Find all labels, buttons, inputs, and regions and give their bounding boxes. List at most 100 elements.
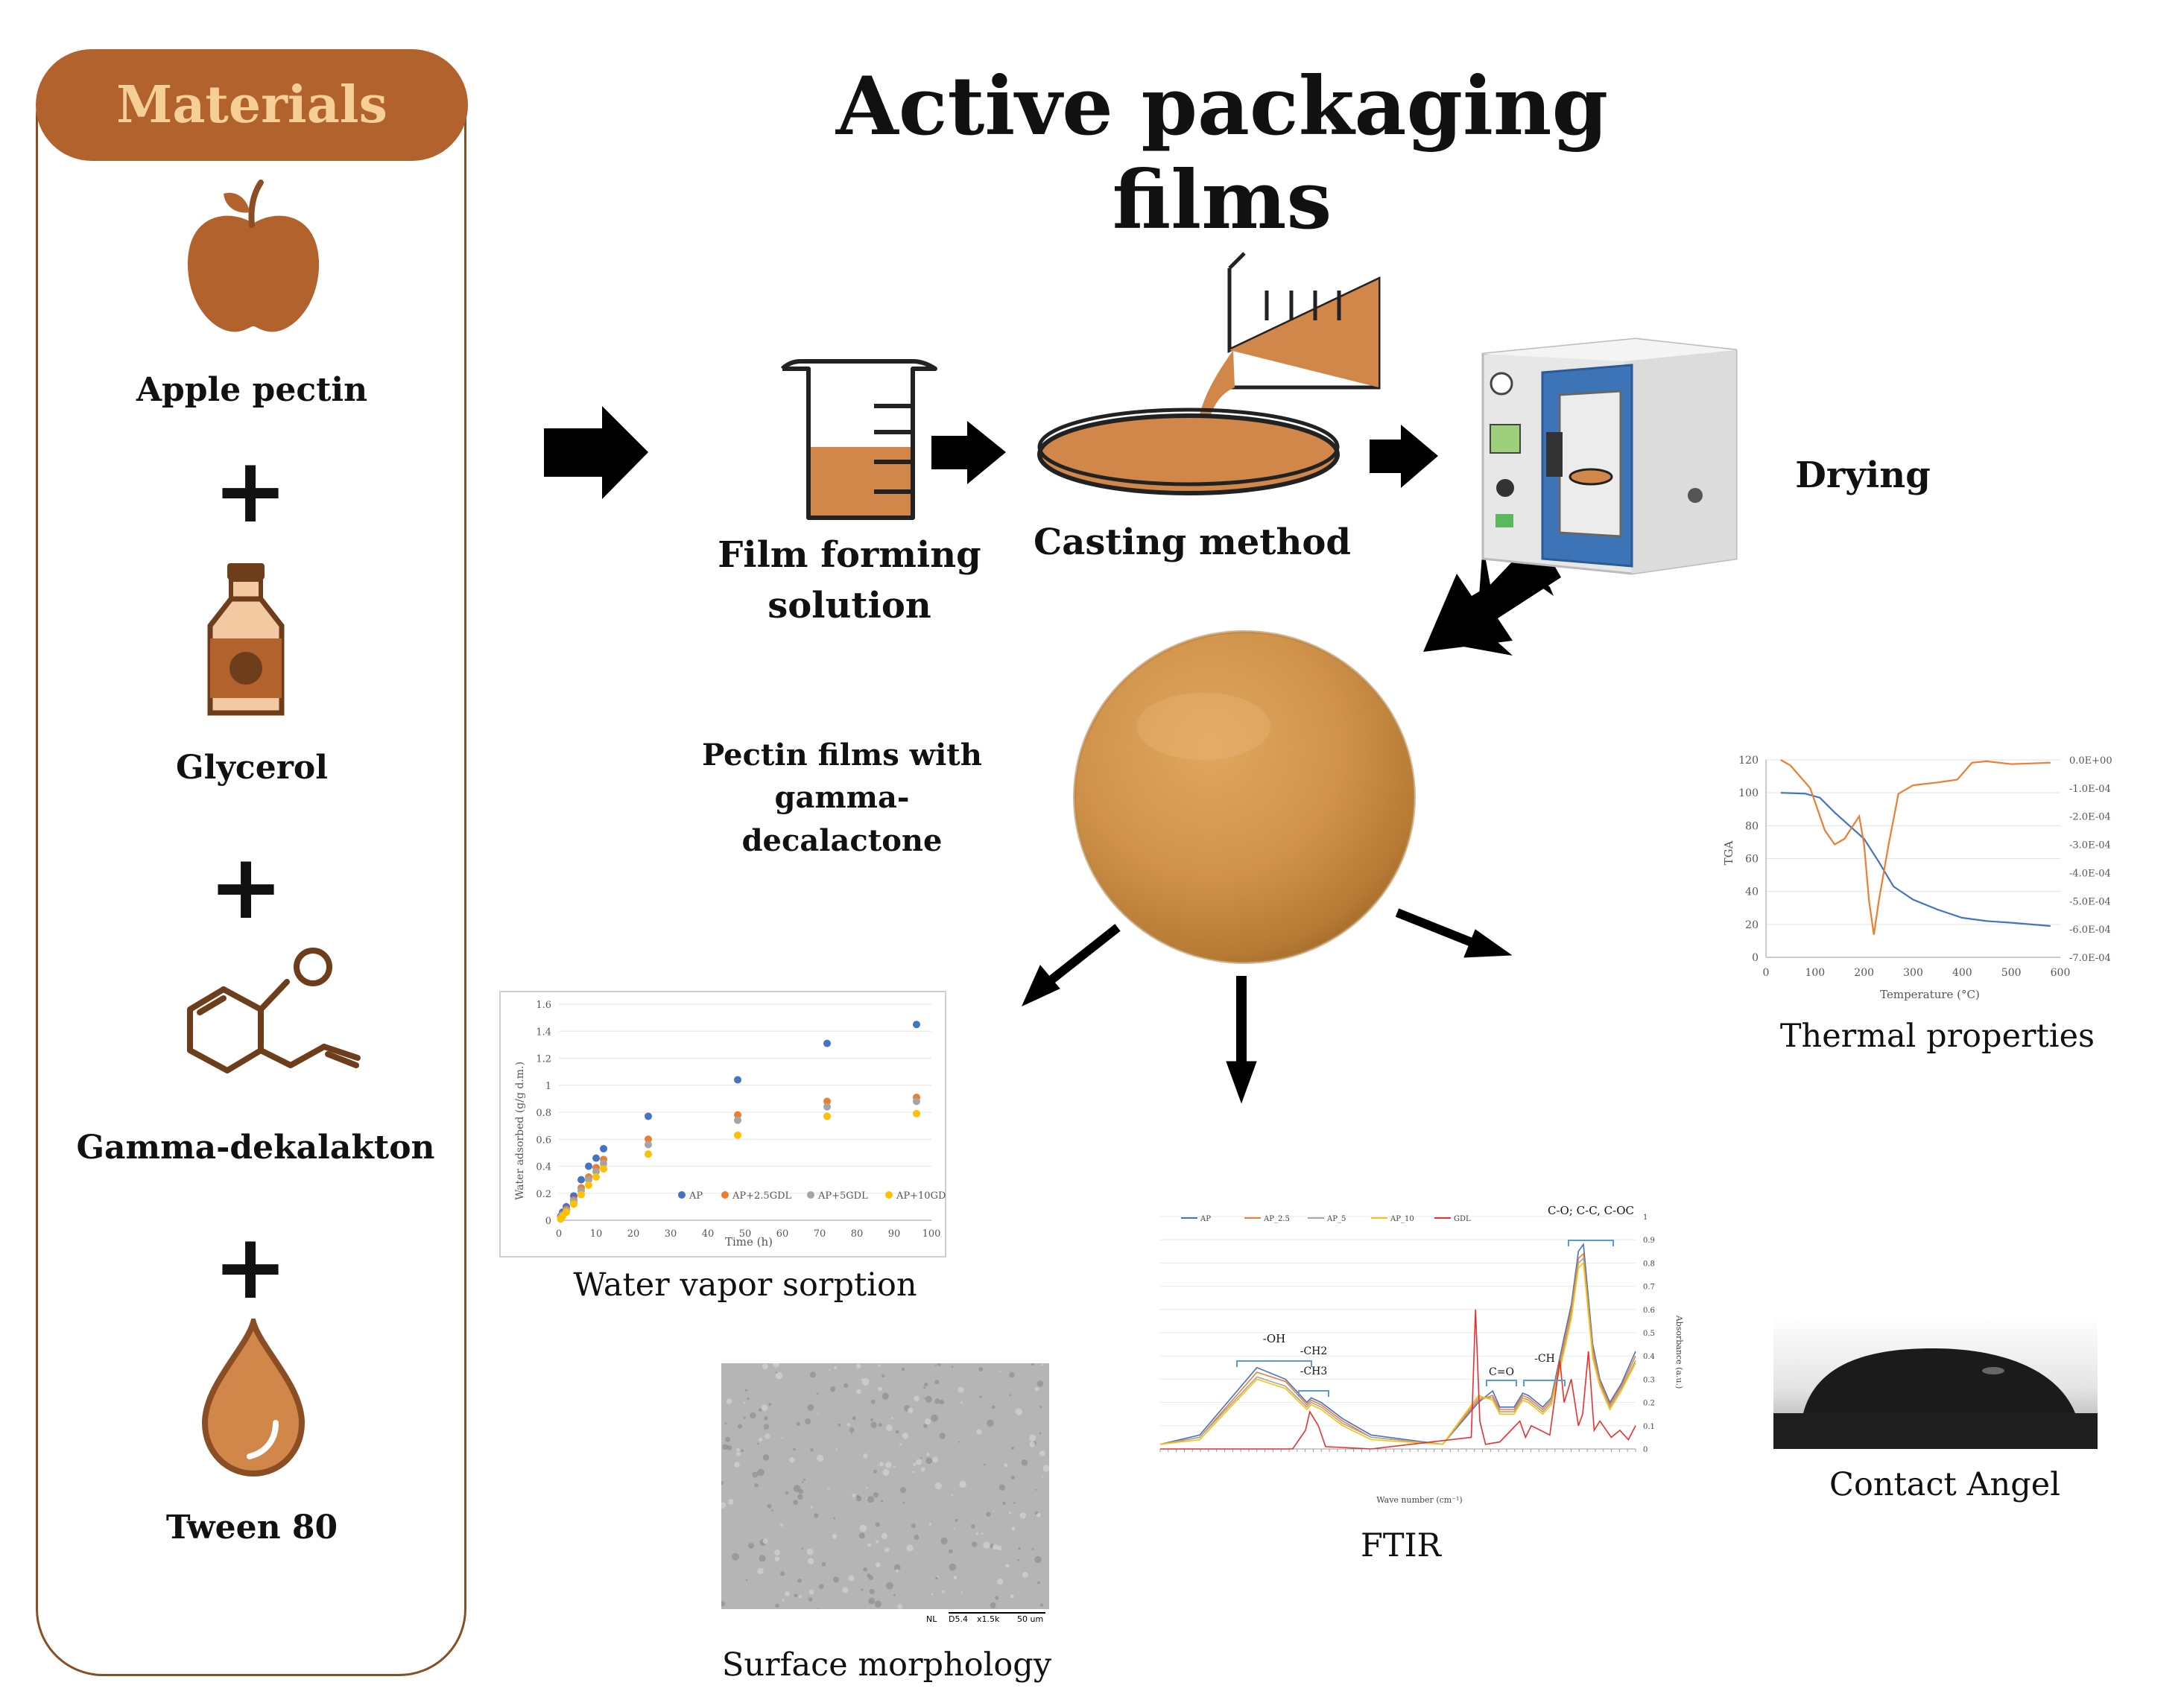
x-tick-label: 0 — [556, 1228, 562, 1240]
legend-entry: AP+2.5GDL — [732, 1190, 792, 1202]
sem-texture — [873, 1470, 877, 1474]
data-point — [913, 1097, 920, 1106]
sem-texture — [881, 1374, 885, 1378]
y-tick-label: 100 — [1738, 787, 1759, 799]
y-tick-label: 0.3 — [1643, 1376, 1655, 1384]
sem-texture — [806, 1548, 814, 1555]
sem-texture — [745, 1579, 748, 1582]
sem-texture — [754, 1483, 759, 1488]
legend-marker — [721, 1191, 729, 1199]
data-point — [592, 1167, 600, 1176]
sem-texture — [843, 1383, 849, 1388]
sem-texture — [882, 1469, 890, 1476]
data-point — [645, 1141, 652, 1149]
data-point — [563, 1208, 570, 1217]
sem-texture — [762, 1538, 768, 1544]
sem-texture — [852, 1416, 856, 1421]
product-label-line1: Pectin films with — [702, 738, 982, 773]
sem-texture — [925, 1395, 932, 1403]
sem-texture — [1036, 1512, 1041, 1517]
sem-texture — [758, 1408, 762, 1412]
data-point — [570, 1200, 577, 1208]
sem-texture — [983, 1463, 986, 1466]
y-tick-label: 0.9 — [1643, 1237, 1655, 1245]
data-point — [600, 1144, 607, 1152]
oven-icon — [1481, 337, 1738, 575]
sem-texture — [1042, 1465, 1049, 1472]
sem-texture — [899, 1487, 906, 1494]
chart-ylabel: Water adsorbed (g/g d.m.) — [514, 1062, 526, 1200]
x-tick-label: 50 — [739, 1228, 752, 1240]
sem-texture — [877, 1464, 879, 1466]
sem-texture — [960, 1401, 963, 1404]
data-point — [823, 1039, 831, 1047]
sem-texture — [808, 1589, 814, 1595]
sem-texture — [1015, 1408, 1023, 1415]
sem-texture — [775, 1371, 783, 1380]
drop-icon — [201, 1319, 306, 1477]
sem-texture — [925, 1457, 933, 1465]
sem-texture — [953, 1576, 958, 1580]
arrow-to-casting — [931, 421, 1006, 484]
sem-texture — [863, 1453, 868, 1459]
sem-texture — [891, 1417, 893, 1420]
sem-texture — [998, 1484, 1006, 1491]
sem-texture — [992, 1544, 998, 1550]
sem-texture — [1009, 1394, 1011, 1396]
x-tick-label: 200 — [1854, 967, 1874, 979]
sem-texture — [937, 1363, 942, 1366]
chart-xlabel: Temperature (°C) — [1880, 988, 1980, 1001]
sem-texture — [785, 1590, 790, 1596]
sem-texture — [893, 1564, 901, 1571]
sem-texture — [934, 1380, 940, 1385]
sem-texture — [848, 1575, 855, 1582]
data-point — [645, 1112, 652, 1120]
sem-texture — [934, 1398, 940, 1404]
sem-texture — [775, 1603, 779, 1608]
sem-texture — [780, 1571, 785, 1576]
y-tick-label: 0.5 — [1643, 1330, 1655, 1338]
sem-texture — [902, 1433, 909, 1439]
sem-texture — [807, 1558, 814, 1564]
sem-texture — [895, 1430, 899, 1434]
sem-texture — [798, 1595, 802, 1599]
sem-texture — [757, 1468, 765, 1477]
sem-texture — [913, 1462, 917, 1466]
y-tick-label: 0.1 — [1643, 1423, 1655, 1431]
x-tick-label: 80 — [851, 1228, 864, 1240]
pectin-film-image — [1073, 630, 1416, 964]
sem-texture — [870, 1399, 876, 1404]
y-tick-label: 60 — [1745, 854, 1759, 866]
item-label-tween-80: Tween 80 — [165, 1509, 338, 1547]
x-tick-label: 60 — [776, 1228, 789, 1240]
y-tick-label: 0.8 — [1643, 1260, 1655, 1268]
legend-entry: AP+5GDL — [817, 1190, 868, 1202]
ftir-annot-ch3: -CH3 — [1300, 1366, 1328, 1377]
sem-texture — [774, 1556, 780, 1561]
product-label-line2: gamma-decalactone — [741, 780, 943, 858]
sem-texture — [1009, 1511, 1012, 1515]
y2-tick-label: -2.0E-04 — [2069, 812, 2111, 823]
sem-texture — [801, 1481, 804, 1483]
sem-texture — [819, 1584, 824, 1589]
y2-tick-label: -1.0E-04 — [2069, 784, 2111, 795]
sem-texture — [867, 1543, 871, 1547]
sem-texture — [863, 1567, 867, 1572]
sem-texture — [793, 1500, 799, 1505]
sem-texture — [976, 1429, 982, 1435]
sem-texture — [785, 1491, 789, 1495]
step-drying: Drying — [1795, 454, 1931, 496]
sem-texture — [768, 1403, 772, 1406]
sem-texture — [828, 1488, 830, 1490]
contact-angle-image — [1773, 1315, 2098, 1449]
sem-texture — [805, 1418, 811, 1425]
sem-texture — [762, 1363, 768, 1370]
sem-texture — [859, 1524, 867, 1532]
y-tick-label: 0.4 — [1643, 1353, 1655, 1361]
y-tick-label: 0 — [1643, 1446, 1648, 1454]
sem-texture — [721, 1481, 724, 1485]
sem-texture — [1021, 1459, 1028, 1466]
data-point — [645, 1150, 652, 1158]
data-point — [734, 1116, 741, 1124]
